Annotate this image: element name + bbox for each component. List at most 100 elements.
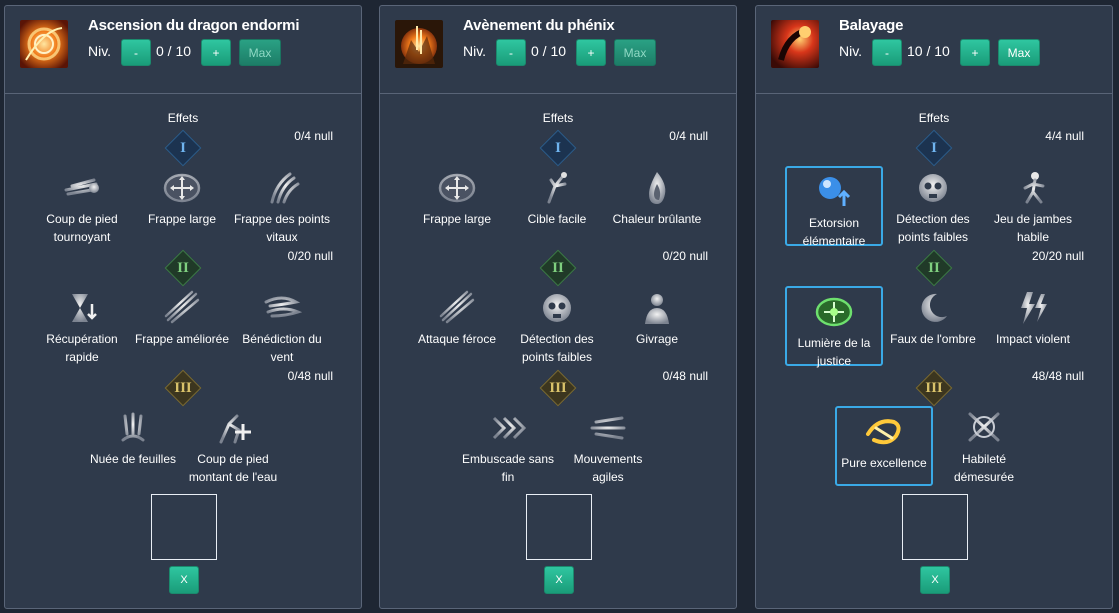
lightning-icon: [1013, 290, 1053, 326]
skill-panel-2: Avènement du phénix Niv. - 0 / 10 + Max …: [379, 5, 737, 609]
skill-title: Balayage: [839, 17, 904, 34]
tier-1-count: 4/4 null: [1045, 129, 1084, 143]
level-value: 10 / 10: [907, 43, 950, 59]
tripod-impact-violent[interactable]: Impact violent: [984, 290, 1082, 348]
hourglass-icon: [62, 290, 102, 326]
clear-button[interactable]: X: [920, 566, 950, 594]
tripod-label: Habileté démesurée: [953, 452, 1015, 484]
effets-label: Effets: [167, 111, 199, 125]
kick-spin-icon: [62, 170, 102, 206]
tripod-nuee-de-feuilles[interactable]: Nuée de feuilles: [84, 410, 182, 468]
footwork-icon: [1013, 170, 1053, 206]
agile-dash-icon: [588, 410, 628, 446]
tripod-attaque-feroce[interactable]: Attaque féroce: [408, 290, 506, 348]
clear-button[interactable]: X: [544, 566, 574, 594]
decrease-level-button[interactable]: -: [121, 39, 151, 66]
chevrons-icon: [488, 410, 528, 446]
tripod-habilete-demesuree[interactable]: Habileté démesurée: [935, 410, 1033, 486]
phoenix-skill-icon: [395, 20, 443, 68]
tripod-label: Frappe large: [422, 212, 492, 226]
max-level-button[interactable]: Max: [239, 39, 281, 66]
golden-swirl-icon: [864, 414, 904, 450]
tripod-chaleur-brulante[interactable]: Chaleur brûlante: [608, 170, 706, 228]
rune-slot[interactable]: [151, 494, 217, 560]
tripod-label: Détection des points faibles: [520, 332, 594, 364]
tripod-label: Jeu de jambes habile: [993, 212, 1073, 244]
tier-3-count: 0/48 null: [662, 369, 708, 383]
tripod-frappe-amelioree[interactable]: Frappe améliorée: [133, 290, 231, 348]
tripod-label: Frappe améliorée: [134, 332, 230, 346]
decrease-level-button[interactable]: -: [496, 39, 526, 66]
tripod-benediction-du-vent[interactable]: Bénédiction du vent: [233, 290, 331, 366]
tripod-label: Frappe large: [147, 212, 217, 226]
frost-figure-icon: [637, 290, 677, 326]
tripod-mouvements-agiles[interactable]: Mouvements agiles: [559, 410, 657, 486]
tripod-coup-de-pied-montant-de-l-eau[interactable]: Coup de pied montant de l'eau: [184, 410, 282, 486]
tier-2-count: 20/20 null: [1031, 249, 1084, 263]
skull-icon: [913, 170, 953, 206]
skill-header: Ascension du dragon endormi Niv. - 0 / 1…: [5, 6, 361, 94]
tier-1-count: 0/4 null: [669, 129, 708, 143]
tier-3-count: 0/48 null: [287, 369, 333, 383]
tripod-label: Nuée de feuilles: [89, 452, 177, 466]
skill-panel-3: Balayage Niv. - 10 / 10 + Max Effets I 4…: [755, 5, 1113, 609]
rune-slot[interactable]: [526, 494, 592, 560]
effets-label: Effets: [918, 111, 950, 125]
tier-2-count: 0/20 null: [662, 249, 708, 263]
rune-slot[interactable]: [902, 494, 968, 560]
tier-3-count: 48/48 null: [1031, 369, 1084, 383]
increase-level-button[interactable]: +: [576, 39, 606, 66]
tier-1-count: 0/4 null: [294, 129, 333, 143]
increase-level-button[interactable]: +: [201, 39, 231, 66]
claw-icon: [262, 170, 302, 206]
tripod-label: Givrage: [635, 332, 679, 346]
clear-button[interactable]: X: [169, 566, 199, 594]
tripod-label: Lumière de la justice: [797, 336, 871, 368]
level-value: 0 / 10: [156, 43, 192, 59]
dragon-skill-icon: [20, 20, 68, 68]
tripod-lumiere-de-la-justice[interactable]: Lumière de la justice: [785, 286, 883, 368]
tripod-label: Bénédiction du vent: [242, 332, 322, 364]
tripod-label: Détection des points faibles: [896, 212, 970, 244]
tier-3-badge: III: [164, 369, 202, 407]
skill-header: Balayage Niv. - 10 / 10 + Max: [756, 6, 1112, 94]
tripod-cible-facile[interactable]: Cible facile: [508, 170, 606, 228]
crossed-swords-icon: [964, 410, 1004, 446]
tripod-frappe-large[interactable]: Frappe large: [133, 170, 231, 228]
tripod-recuperation-rapide[interactable]: Récupération rapide: [33, 290, 131, 366]
tripod-detection-des-points-faibles[interactable]: Détection des points faibles: [884, 170, 982, 246]
tripod-coup-de-pied-tournoyant[interactable]: Coup de pied tournoyant: [33, 170, 131, 246]
tripod-detection-des-points-faibles[interactable]: Détection des points faibles: [508, 290, 606, 366]
level-label: Niv.: [88, 43, 112, 59]
tier-2-badge: II: [164, 249, 202, 287]
tripod-label: Embuscade sans fin: [461, 452, 555, 484]
tripod-label: Impact violent: [995, 332, 1071, 346]
skull-icon: [537, 290, 577, 326]
tripod-label: Chaleur brûlante: [612, 212, 702, 226]
tier-1-badge: I: [164, 129, 202, 167]
flame-icon: [637, 170, 677, 206]
tripod-pure-excellence[interactable]: Pure excellence: [835, 406, 933, 486]
tripod-label: Frappe des points vitaux: [233, 212, 331, 244]
max-level-button[interactable]: Max: [614, 39, 656, 66]
rising-kick-plus-icon: [213, 410, 253, 446]
tripod-label: Coup de pied montant de l'eau: [188, 452, 278, 484]
tripod-frappe-large[interactable]: Frappe large: [408, 170, 506, 228]
tier-3-badge: III: [915, 369, 953, 407]
tripod-faux-de-l-ombre[interactable]: Faux de l'ombre: [884, 290, 982, 348]
effets-label: Effets: [542, 111, 574, 125]
wide-strike-icon: [162, 170, 202, 206]
decrease-level-button[interactable]: -: [872, 39, 902, 66]
wide-strike-icon: [437, 170, 477, 206]
tripod-extorsion-elementaire[interactable]: Extorsion élémentaire: [785, 166, 883, 248]
tripod-frappe-des-points-vitaux[interactable]: Frappe des points vitaux: [233, 170, 331, 246]
tier-1-badge: I: [915, 129, 953, 167]
tripod-jeu-de-jambes-habile[interactable]: Jeu de jambes habile: [984, 170, 1082, 246]
increase-level-button[interactable]: +: [960, 39, 990, 66]
tripod-embuscade-sans-fin[interactable]: Embuscade sans fin: [459, 410, 557, 486]
tripod-label: Pure excellence: [841, 456, 927, 470]
max-level-button[interactable]: Max: [998, 39, 1040, 66]
skill-header: Avènement du phénix Niv. - 0 / 10 + Max: [380, 6, 736, 94]
tier-2-badge: II: [915, 249, 953, 287]
tripod-givrage[interactable]: Givrage: [608, 290, 706, 348]
